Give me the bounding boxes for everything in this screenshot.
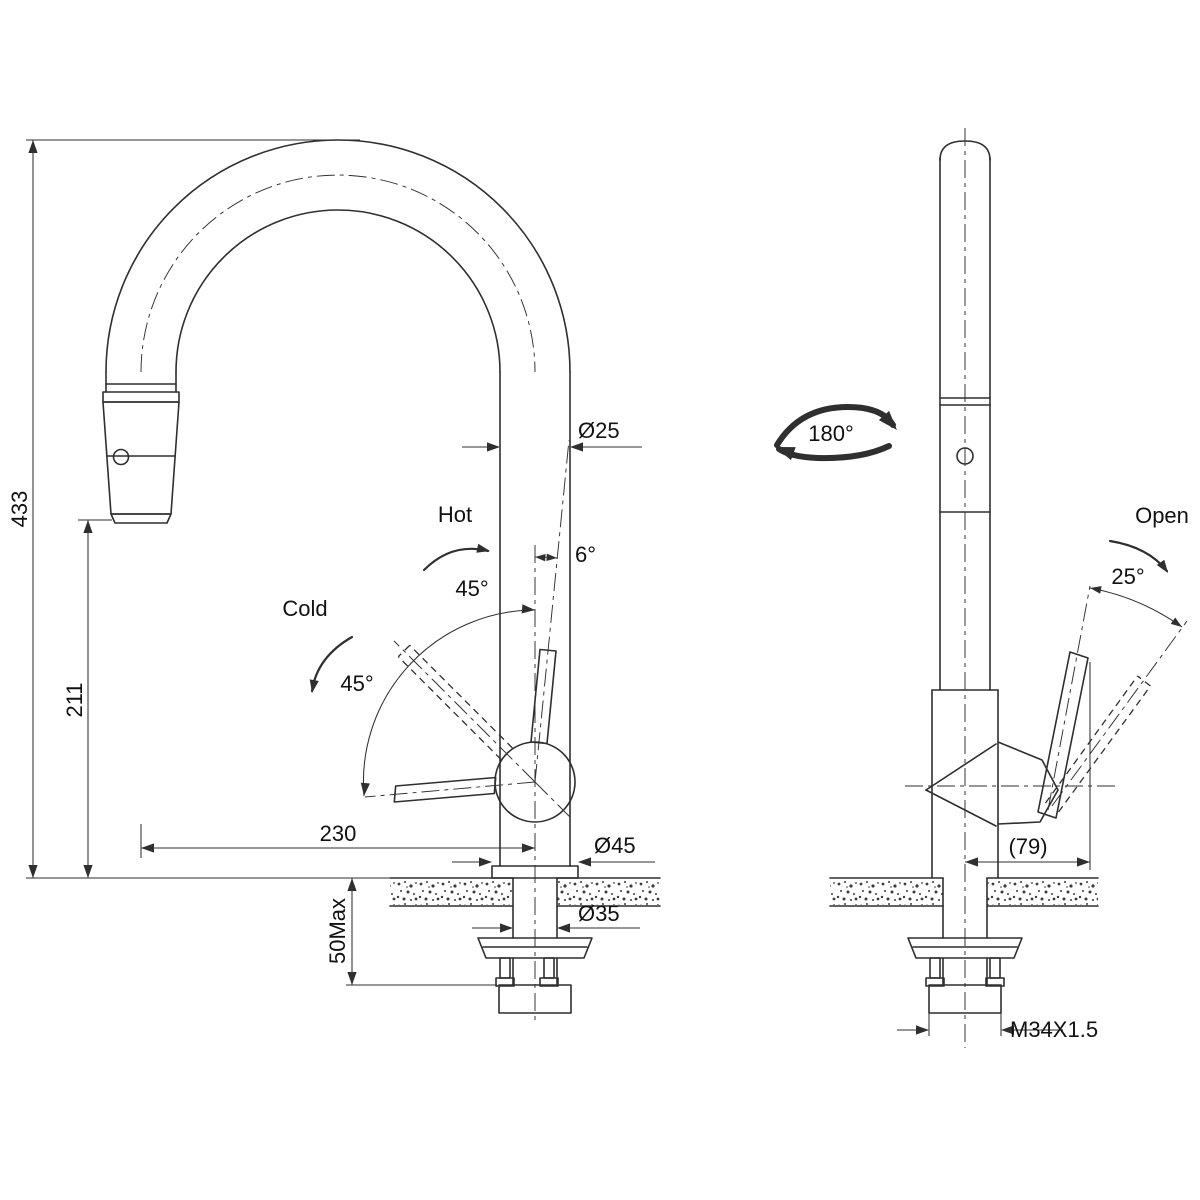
dim-79-label: (79) [1008,834,1047,859]
dimension-211: 211 [62,519,112,878]
open-label: Open [1135,503,1189,528]
spray-button [112,448,130,466]
thread-spec-label: M34X1.5 [1010,1017,1098,1042]
open-indicator: Open [1108,503,1189,576]
dim-211-label: 211 [62,682,87,717]
angle-25-label: 25° [1111,564,1144,589]
dimension-dia25: Ø25 [462,418,642,452]
side-column [905,128,1115,1048]
dim-433-label: 433 [7,491,32,528]
countertop-side [829,877,1099,907]
dimension-m34: M34X1.5 [897,1013,1098,1042]
dimension-dia45: Ø45 [452,833,655,867]
mounting-hardware-side [907,877,1023,1014]
mounting-hardware-front [477,877,593,1014]
dimension-dia35: Ø35 [472,901,640,933]
angle-45-cold-label: 45° [340,671,373,696]
angle-180-label: 180° [808,421,854,446]
angle-25-dimension: 25° [1089,564,1185,631]
front-view: 45° 45° 6° Hot Cold 433 [7,139,661,1020]
pull-down-spray-head [102,391,180,524]
dimension-79: (79) [965,662,1091,870]
cold-indicator: Cold [282,596,354,694]
front-handle [364,439,576,1020]
dim-50max-label: 50Max [325,898,350,964]
rotation-180-indicator: 180° [772,403,903,462]
handle-swing-arc: 45° 45° [340,576,536,797]
dia-35-label: Ø35 [578,901,620,926]
dimension-50max: 50Max [325,877,497,986]
countertop-front [389,877,661,907]
dim-230-label: 230 [320,821,357,846]
side-view: 180° Open 25° (79) [772,128,1189,1048]
cold-label: Cold [282,596,327,621]
dimension-230: 230 [140,821,535,858]
dia-25-label: Ø25 [578,418,620,443]
hot-indicator: Hot [422,502,491,572]
angle-6-dimension: 6° [534,542,596,567]
hot-label: Hot [438,502,472,527]
dimension-433: 433 [7,139,392,879]
side-handle [997,585,1188,825]
gooseneck-spout [105,139,579,879]
angle-45-hot-label: 45° [455,576,488,601]
side-button [956,447,974,465]
dia-45-label: Ø45 [594,833,636,858]
angle-6-label: 6° [575,542,596,567]
